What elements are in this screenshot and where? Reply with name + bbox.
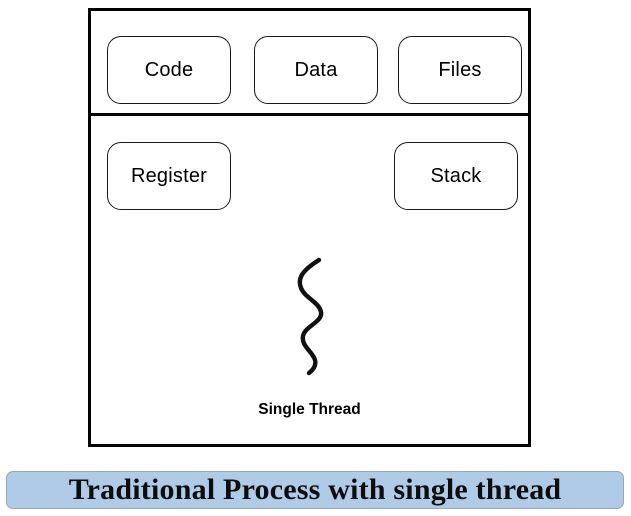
resource-box-stack[interactable]: Stack: [394, 142, 518, 210]
caption-text: Traditional Process with single thread: [68, 473, 562, 506]
resource-box-code-label: Code: [144, 58, 194, 81]
resource-box-files[interactable]: Files: [398, 36, 522, 104]
resource-band: Code Data Files: [91, 11, 528, 116]
thread-band: Register Stack Single Thread: [91, 116, 528, 444]
squiggle-thread-icon: [297, 257, 324, 376]
thread-label: Single Thread: [258, 401, 361, 418]
resource-box-code[interactable]: Code: [107, 36, 231, 104]
resource-box-data-label: Data: [294, 58, 338, 81]
resource-box-stack-label: Stack: [430, 164, 482, 187]
process-frame: Code Data Files Register Stack Single Th…: [88, 8, 531, 447]
resource-box-data[interactable]: Data: [254, 36, 378, 104]
resource-box-register-label: Register: [130, 164, 208, 187]
caption-bar: Traditional Process with single thread: [6, 471, 624, 509]
resource-box-files-label: Files: [438, 58, 482, 81]
resource-box-register[interactable]: Register: [107, 142, 231, 210]
